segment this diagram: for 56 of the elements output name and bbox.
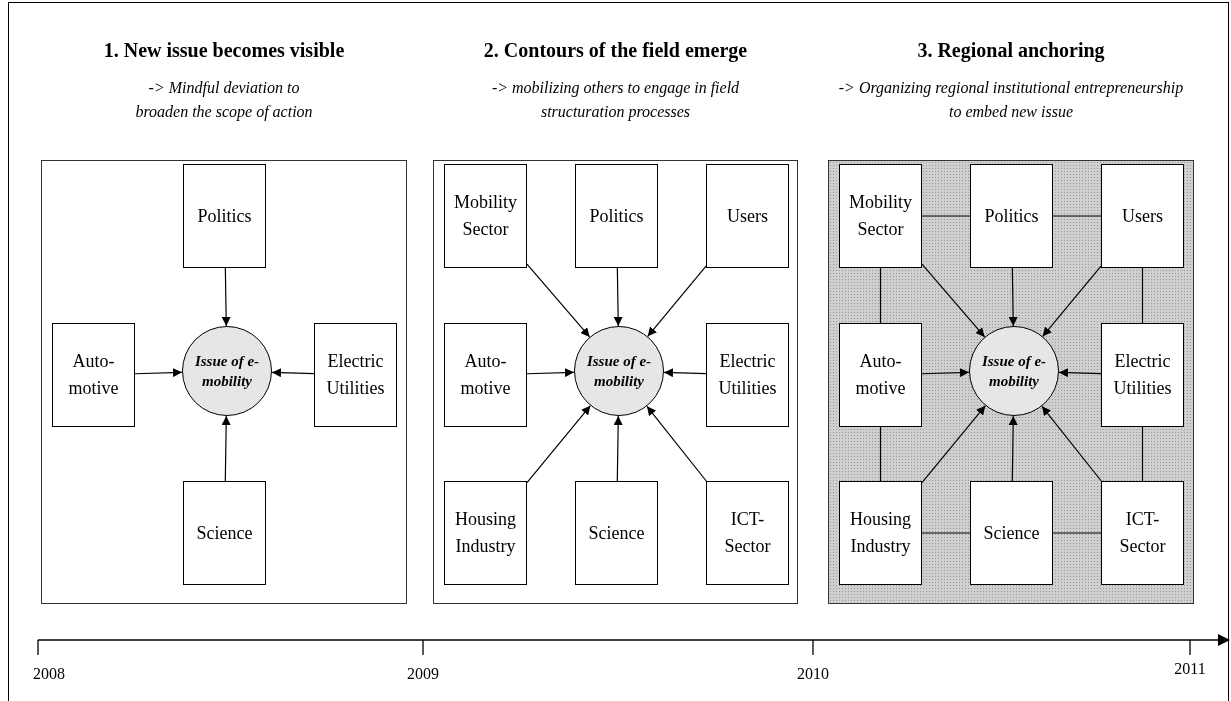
- actor-box: Science: [183, 481, 266, 585]
- year-label: 2009: [407, 664, 439, 684]
- actor-box: Electric Utilities: [706, 323, 789, 427]
- arrow: [134, 368, 183, 378]
- arrow: [526, 405, 591, 484]
- stage-title: 3. Regional anchoring: [916, 38, 1106, 63]
- actor-box: Electric Utilities: [1101, 323, 1184, 427]
- arrow: [1041, 405, 1102, 482]
- arrow: [221, 267, 231, 327]
- actor-box: Housing Industry: [839, 481, 922, 585]
- arrow: [271, 368, 315, 378]
- arrow: [526, 368, 575, 378]
- connector-line: [879, 267, 882, 324]
- arrow: [1058, 368, 1102, 378]
- actor-box: Science: [575, 481, 658, 585]
- arrow: [221, 415, 231, 482]
- actor-box: Mobility Sector: [839, 164, 922, 268]
- connector-line: [1141, 426, 1144, 482]
- year-label: 2011: [1174, 659, 1206, 679]
- stage-subtitle: -> Mindful deviation to broaden the scope of action: [134, 78, 314, 123]
- stage-title: 2. Contours of the field emerge: [482, 38, 749, 63]
- actor-box: Users: [1101, 164, 1184, 268]
- connector-line: [1141, 267, 1144, 324]
- arrow: [1008, 415, 1018, 482]
- year-label: 2010: [797, 664, 829, 684]
- connector-line: [921, 532, 971, 534]
- actor-box: Politics: [970, 164, 1053, 268]
- actor-box: ICT- Sector: [706, 481, 789, 585]
- arrow: [663, 368, 707, 378]
- actor-box: Users: [706, 164, 789, 268]
- stage-subtitle: -> mobilizing others to engage in field structuration processes: [490, 78, 741, 123]
- arrow: [613, 415, 623, 482]
- stage-title: 1. New issue becomes visible: [102, 38, 346, 63]
- actor-box: Auto- motive: [444, 323, 527, 427]
- arrow: [647, 265, 707, 337]
- connector-line: [1052, 532, 1102, 534]
- arrow: [1008, 267, 1018, 327]
- actor-box: Auto- motive: [839, 323, 922, 427]
- actor-box: Politics: [575, 164, 658, 268]
- arrow: [613, 267, 623, 327]
- actor-box: Science: [970, 481, 1053, 585]
- arrow: [921, 263, 986, 338]
- actor-box: Mobility Sector: [444, 164, 527, 268]
- arrow: [646, 405, 707, 482]
- year-label: 2008: [33, 664, 65, 684]
- actor-box: Housing Industry: [444, 481, 527, 585]
- connector-line: [879, 426, 882, 482]
- stage-subtitle: -> Organizing regional institutional entrepreneurship to embed new issue: [837, 78, 1185, 122]
- connector-line: [1052, 215, 1102, 217]
- actor-box: Auto- motive: [52, 323, 135, 427]
- actor-box: Electric Utilities: [314, 323, 397, 427]
- arrow: [526, 263, 591, 338]
- actor-box: ICT- Sector: [1101, 481, 1184, 585]
- actor-box: Politics: [183, 164, 266, 268]
- connector-line: [921, 215, 971, 217]
- arrow: [921, 368, 970, 378]
